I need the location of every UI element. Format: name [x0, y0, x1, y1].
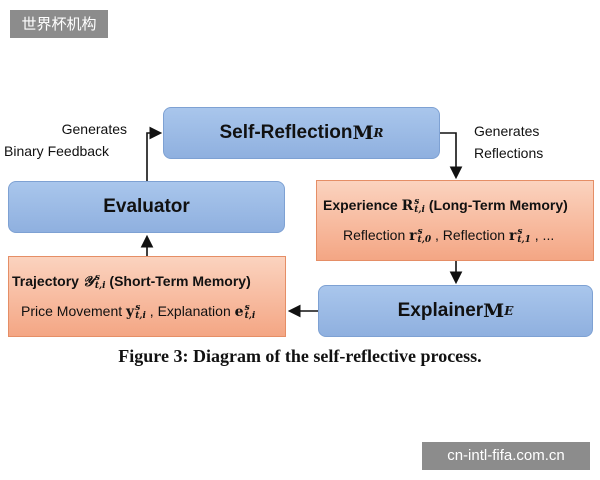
trajectory-line-mid: , Explanation	[145, 303, 235, 319]
trajectory-line-sup2: s	[244, 303, 250, 314]
evaluator-node: Evaluator	[8, 181, 285, 233]
trajectory-title-prefix: Trajectory	[12, 273, 83, 289]
trajectory-sub: t,i	[94, 281, 106, 292]
edge-label-left-line2: Binary Feedback	[4, 143, 110, 159]
explainer-symbol: M	[483, 300, 505, 322]
experience-title-suffix: (Long-Term Memory)	[424, 197, 568, 213]
experience-title-prefix: Experience	[323, 197, 402, 213]
figure-caption: Figure 3: Diagram of the self-reflective…	[118, 346, 482, 366]
experience-line-sub2: t,1	[517, 235, 531, 246]
experience-symbol: R	[401, 198, 414, 214]
self-reflection-label: Self-Reflection	[219, 122, 353, 143]
experience-line-sup1: s	[417, 227, 423, 238]
trajectory-title-suffix: (Short-Term Memory)	[105, 273, 251, 289]
edge-label-right: Generates Reflections	[474, 120, 543, 164]
experience-line-suffix: , ...	[530, 227, 555, 243]
edge-label-left-line2-wrap: Binary Feedback	[4, 140, 109, 162]
experience-sup: s	[414, 197, 420, 208]
experience-line-sub1: t,0	[417, 235, 432, 246]
edge-label-right-line1: Generates	[474, 123, 540, 139]
arrow-evaluator-to-selfreflection	[146, 126, 163, 181]
self-reflection-symbol: M	[352, 122, 374, 144]
trajectory-line-symbol2: e	[234, 304, 244, 320]
trajectory-symbol: 𝒴	[82, 274, 94, 290]
watermark-top: 世界杯机构	[10, 10, 108, 38]
self-reflection-subscript: R	[373, 126, 384, 140]
explainer-label: Explainer	[397, 300, 484, 321]
trajectory-sup: s	[94, 273, 100, 284]
trajectory-line-prefix: Price Movement	[21, 303, 127, 319]
edge-label-right-line2: Reflections	[474, 145, 544, 161]
experience-line-symbol2: r	[508, 228, 517, 244]
experience-line-mid: , Reflection	[431, 227, 509, 243]
edge-label-left: Generates	[50, 118, 127, 140]
watermark-bottom: cn-intl-fifa.com.cn	[422, 442, 590, 470]
evaluator-label: Evaluator	[103, 196, 190, 217]
experience-sub: t,i	[414, 205, 425, 216]
experience-line-sup2: s	[517, 227, 523, 238]
trajectory-line-sup1: s	[135, 303, 141, 314]
experience-line-prefix: Reflection	[343, 227, 410, 243]
edge-label-left-line1: Generates	[61, 121, 127, 137]
trajectory-line-symbol1: y	[126, 304, 135, 320]
explainer-subscript: E	[504, 304, 514, 318]
experience-line-symbol1: r	[409, 228, 417, 244]
trajectory-line-sub1: t,i	[135, 311, 146, 322]
trajectory-line-sub2: t,i	[244, 311, 256, 322]
arrow-selfreflection-to-experience	[440, 132, 463, 180]
